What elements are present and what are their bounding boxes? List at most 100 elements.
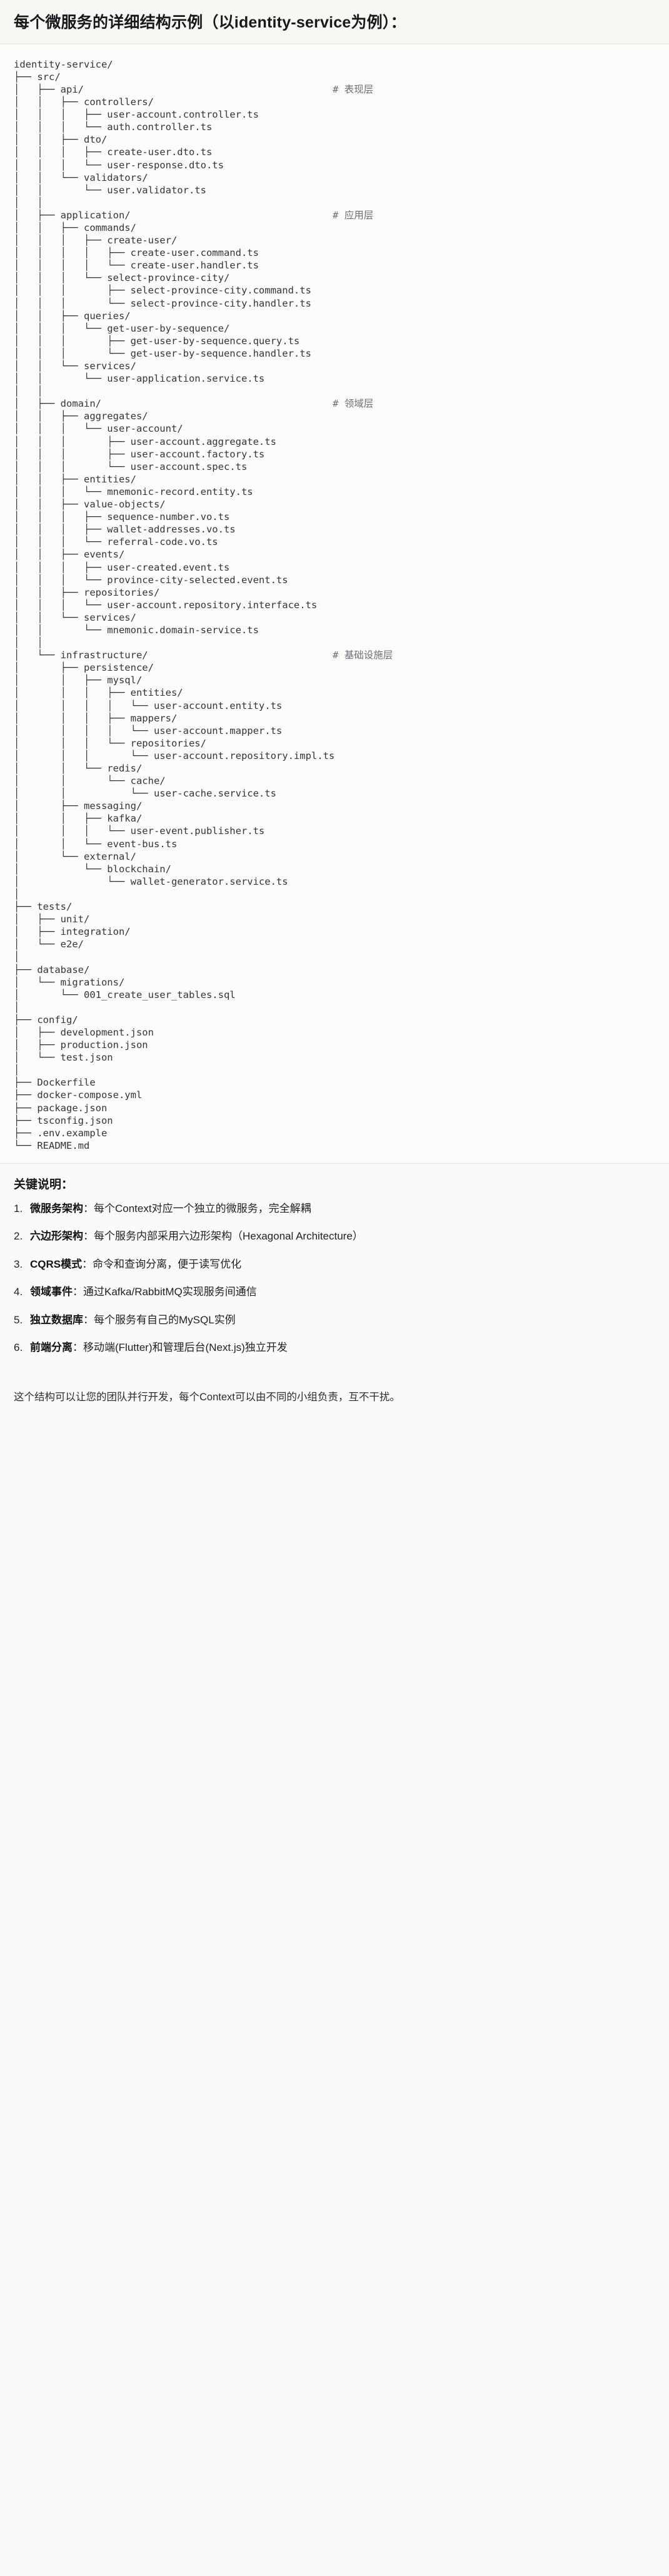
tree-line: │ │ │ ├── user-account.controller.ts <box>14 108 655 121</box>
tree-line-text: │ │ <box>14 196 43 208</box>
tree-line-text: │ <box>14 951 20 963</box>
tree-line-text: │ │ │ ├── mappers/ <box>14 712 178 724</box>
tree-line: │ ├── unit/ <box>14 913 655 925</box>
tree-line-text: │ │ │ └── user-account.spec.ts <box>14 461 248 472</box>
tree-line: │ │ │ ├── create-user/ <box>14 234 655 247</box>
tree-line: │ │ │ ├── wallet-addresses.vo.ts <box>14 523 655 536</box>
tree-line: │ ├── api/# 表现层 <box>14 83 655 96</box>
key-note-number: 2. <box>14 1230 23 1243</box>
tree-line: │ │ │ └── user-account.spec.ts <box>14 461 655 473</box>
tree-line: │ │ │ └── user-response.dto.ts <box>14 159 655 171</box>
tree-line-comment: # 表现层 <box>333 83 374 95</box>
tree-line: │ │ │ └── user-account/ <box>14 422 655 435</box>
document-page: 每个微服务的详细结构示例（以identity-service为例）： ident… <box>0 0 669 1403</box>
tree-line-text: │ │ └── event-bus.ts <box>14 838 178 850</box>
tree-line-text: │ ├── integration/ <box>14 926 131 938</box>
key-note-separator: ： <box>82 1258 93 1270</box>
tree-line-text: │ │ │ ├── wallet-addresses.vo.ts <box>14 524 236 536</box>
tree-line-text: │ ├── messaging/ <box>14 800 143 812</box>
tree-line: │ │ │ ├── user-account.aggregate.ts <box>14 435 655 448</box>
tree-line: │ ├── messaging/ <box>14 800 655 812</box>
tree-line: ├── config/ <box>14 1014 655 1026</box>
tree-line-text: │ │ │ └── select-province-city.handler.t… <box>14 297 311 309</box>
tree-line-text: ├── config/ <box>14 1014 78 1026</box>
tree-line: │ │ │ └── repositories/ <box>14 737 655 750</box>
tree-line: │ ├── integration/ <box>14 925 655 938</box>
tree-line-text: │ │ ├── kafka/ <box>14 813 143 825</box>
key-note-term: 六边形架构 <box>30 1230 83 1243</box>
tree-line-text: │ │ │ └── province-city-selected.event.t… <box>14 574 288 586</box>
key-note-item: 4.领域事件：通过Kafka/RabbitMQ实现服务间通信 <box>14 1284 655 1300</box>
tree-line: └── README.md <box>14 1139 655 1152</box>
key-note-item: 3.CQRS模式：命令和查询分离，便于读写优化 <box>14 1256 655 1273</box>
tree-line-text: │ │ │ ├── create-user.dto.ts <box>14 146 213 158</box>
tree-line: │ │ │ │ └── user-account.mapper.ts <box>14 725 655 737</box>
tree-line: │ │ │ └── user-account.repository.impl.t… <box>14 750 655 762</box>
directory-tree: identity-service/├── src/│ ├── api/# 表现层… <box>14 58 655 1152</box>
tree-line-text: │ │ │ │ └── user-account.entity.ts <box>14 700 283 711</box>
tree-line-text: │ │ │ └── get-user-by-sequence/ <box>14 322 230 334</box>
tree-line-text: └── README.md <box>14 1139 90 1151</box>
tree-line: │ ├── domain/# 领域层 <box>14 397 655 410</box>
tree-line-text: │ │ │ └── user-account.repository.impl.t… <box>14 750 335 761</box>
tree-line-text: ├── .env.example <box>14 1127 108 1139</box>
tree-line-text: │ │ │ ├── user-account.aggregate.ts <box>14 435 276 447</box>
tree-line-text: │ ├── unit/ <box>14 914 90 925</box>
tree-line-text: │ └── external/ <box>14 850 136 862</box>
tree-line-text: │ ├── domain/ <box>14 398 101 410</box>
tree-line: │ │ ├── aggregates/ <box>14 410 655 422</box>
key-note-term: 领域事件 <box>30 1286 73 1298</box>
tree-line-text: │ │ │ └── user-response.dto.ts <box>14 159 224 171</box>
key-note-term: 独立数据库 <box>30 1313 83 1326</box>
key-note-item: 1.微服务架构：每个Context对应一个独立的微服务，完全解耦 <box>14 1201 655 1217</box>
tree-line-text: │ │ │ │ └── user-account.mapper.ts <box>14 725 283 736</box>
tree-line-text: │ │ │ └── referral-code.vo.ts <box>14 536 218 548</box>
tree-line-text: │ │ └── user-application.service.ts <box>14 373 265 385</box>
tree-line: │ │ └── services/ <box>14 611 655 624</box>
tree-line-text: │ │ └── services/ <box>14 611 136 623</box>
tree-line: │ │ │ ├── create-user.dto.ts <box>14 146 655 158</box>
tree-line: │ │ └── user-cache.service.ts <box>14 787 655 800</box>
tree-line: │ <box>14 888 655 900</box>
key-note-number: 5. <box>14 1313 23 1326</box>
tree-line-text: │ │ │ ├── user-account.controller.ts <box>14 109 259 121</box>
key-note-number: 6. <box>14 1341 23 1354</box>
tree-line-text: │ │ │ ├── select-province-city.command.t… <box>14 285 311 297</box>
tree-line: │ │ │ ├── user-created.event.ts <box>14 561 655 574</box>
tree-line-text: │ │ ├── value-objects/ <box>14 499 166 511</box>
tree-line: │ │ │ └── province-city-selected.event.t… <box>14 574 655 586</box>
key-note-separator: ： <box>83 1202 94 1214</box>
tree-line-text: │ └── test.json <box>14 1052 113 1064</box>
tree-line-text: │ │ │ └── mnemonic-record.entity.ts <box>14 486 253 497</box>
tree-line-text: ├── Dockerfile <box>14 1077 96 1089</box>
tree-line-text: │ │ └── cache/ <box>14 775 166 787</box>
tree-line-text: │ │ │ │ ├── create-user.command.ts <box>14 247 259 259</box>
tree-line: │ │ │ │ ├── create-user.command.ts <box>14 247 655 259</box>
tree-line: │ │ ├── entities/ <box>14 473 655 486</box>
tree-line: │ │ ├── queries/ <box>14 310 655 322</box>
tree-line-text: │ └── 001_create_user_tables.sql <box>14 989 236 1000</box>
tree-line: │ │ │ └── user-event.publisher.ts <box>14 825 655 837</box>
tree-line: │ <box>14 1064 655 1076</box>
tree-line-text: │ │ │ └── user-account.repository.interf… <box>14 599 318 611</box>
tree-line: │ │ ├── kafka/ <box>14 812 655 825</box>
tree-line-text: │ │ │ ├── get-user-by-sequence.query.ts <box>14 335 300 347</box>
tree-line: │ │ │ └── user-account.repository.interf… <box>14 599 655 611</box>
key-note-separator: ： <box>73 1286 83 1298</box>
tree-line: ├── package.json <box>14 1102 655 1114</box>
tree-line-text: │ │ │ ├── user-created.event.ts <box>14 561 230 573</box>
tree-line-text: │ │ │ └── user-account/ <box>14 423 183 435</box>
page-title: 每个微服务的详细结构示例（以identity-service为例）： <box>14 14 406 31</box>
tree-line-text: │ │ <box>14 637 43 649</box>
tree-line-text: ├── package.json <box>14 1102 108 1114</box>
tree-line-text: │ │ └── services/ <box>14 360 136 372</box>
tree-line-comment: # 基础设施层 <box>333 649 393 661</box>
tree-line: │ │ │ └── select-province-city.handler.t… <box>14 297 655 310</box>
tree-line: ├── src/ <box>14 71 655 83</box>
tree-line: │ │ │ │ └── create-user.handler.ts <box>14 259 655 272</box>
key-note-term: CQRS模式 <box>30 1258 83 1270</box>
tree-line: │ └── blockchain/ <box>14 863 655 875</box>
document-header: 每个微服务的详细结构示例（以identity-service为例）： <box>0 0 669 44</box>
tree-line: │ │ │ └── get-user-by-sequence/ <box>14 322 655 335</box>
